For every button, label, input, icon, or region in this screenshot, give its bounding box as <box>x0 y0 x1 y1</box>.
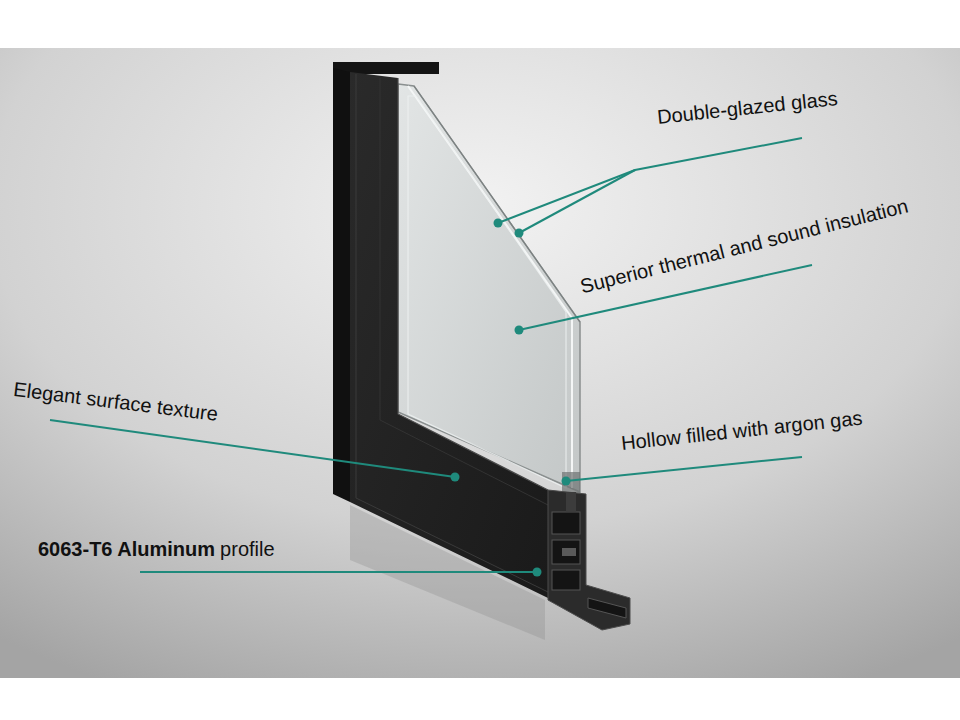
background-panel <box>0 48 960 678</box>
leader-dots <box>451 219 571 577</box>
aluminum-frame <box>333 62 630 630</box>
callout-label-group: profile <box>220 538 274 561</box>
callout-label: 6063-T6 Aluminum <box>38 538 215 561</box>
callout-label: profile <box>220 538 274 561</box>
leader-lines <box>50 138 812 572</box>
callout-label-group: 6063-T6 Aluminum <box>38 538 215 561</box>
